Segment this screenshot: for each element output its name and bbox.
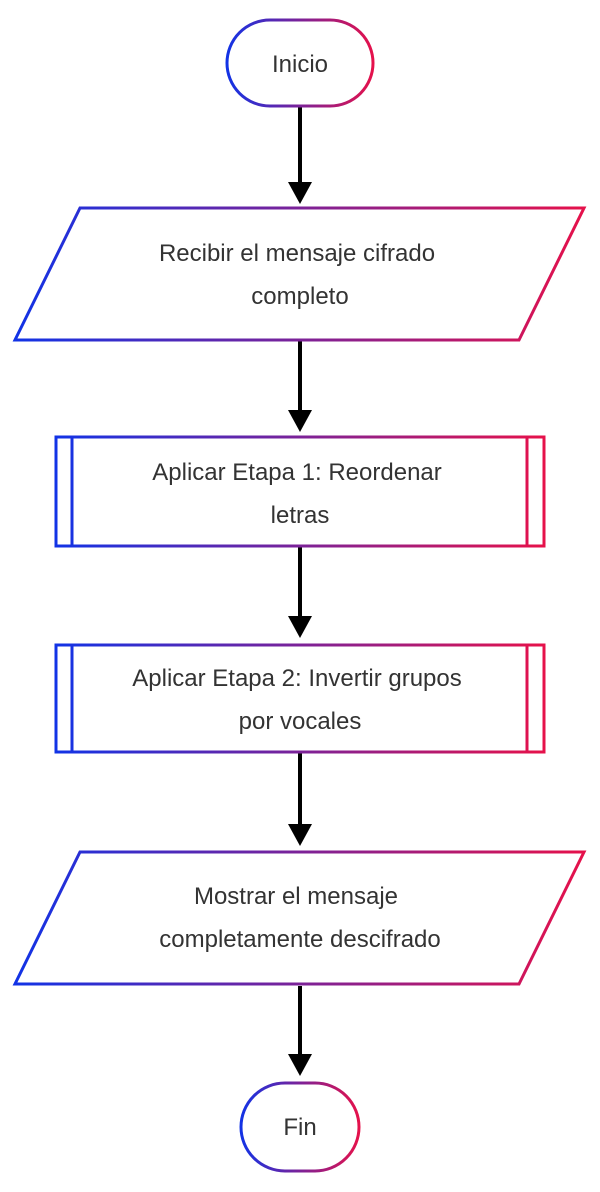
input-node: Recibir el mensaje cifrado completo xyxy=(12,206,587,342)
step1-node-label-line2: letras xyxy=(271,502,330,529)
edge-step1-to-step2 xyxy=(288,546,312,638)
edge-input-to-step1 xyxy=(288,340,312,432)
edge-output-to-end xyxy=(288,986,312,1076)
start-node: Inicio xyxy=(225,18,375,108)
output-node-label-line2: completamente descifrado xyxy=(159,926,440,953)
step2-node: Aplicar Etapa 2: Invertir grupos por voc… xyxy=(54,643,546,754)
input-node-label-line2: completo xyxy=(251,283,348,310)
end-node-label: Fin xyxy=(283,1114,316,1141)
input-node-label-line1: Recibir el mensaje cifrado xyxy=(159,240,435,267)
output-node-label-line1: Mostrar el mensaje xyxy=(194,883,398,910)
end-node: Fin xyxy=(239,1081,361,1173)
step2-node-label-line1: Aplicar Etapa 2: Invertir grupos xyxy=(132,665,462,692)
step1-node-label-line1: Aplicar Etapa 1: Reordenar xyxy=(152,459,442,486)
output-node: Mostrar el mensaje completamente descifr… xyxy=(12,850,587,986)
edge-start-to-input xyxy=(288,106,312,204)
step2-node-label-line2: por vocales xyxy=(239,708,362,735)
edge-step2-to-output xyxy=(288,752,312,846)
step1-node: Aplicar Etapa 1: Reordenar letras xyxy=(54,435,546,548)
start-node-label: Inicio xyxy=(272,51,328,78)
